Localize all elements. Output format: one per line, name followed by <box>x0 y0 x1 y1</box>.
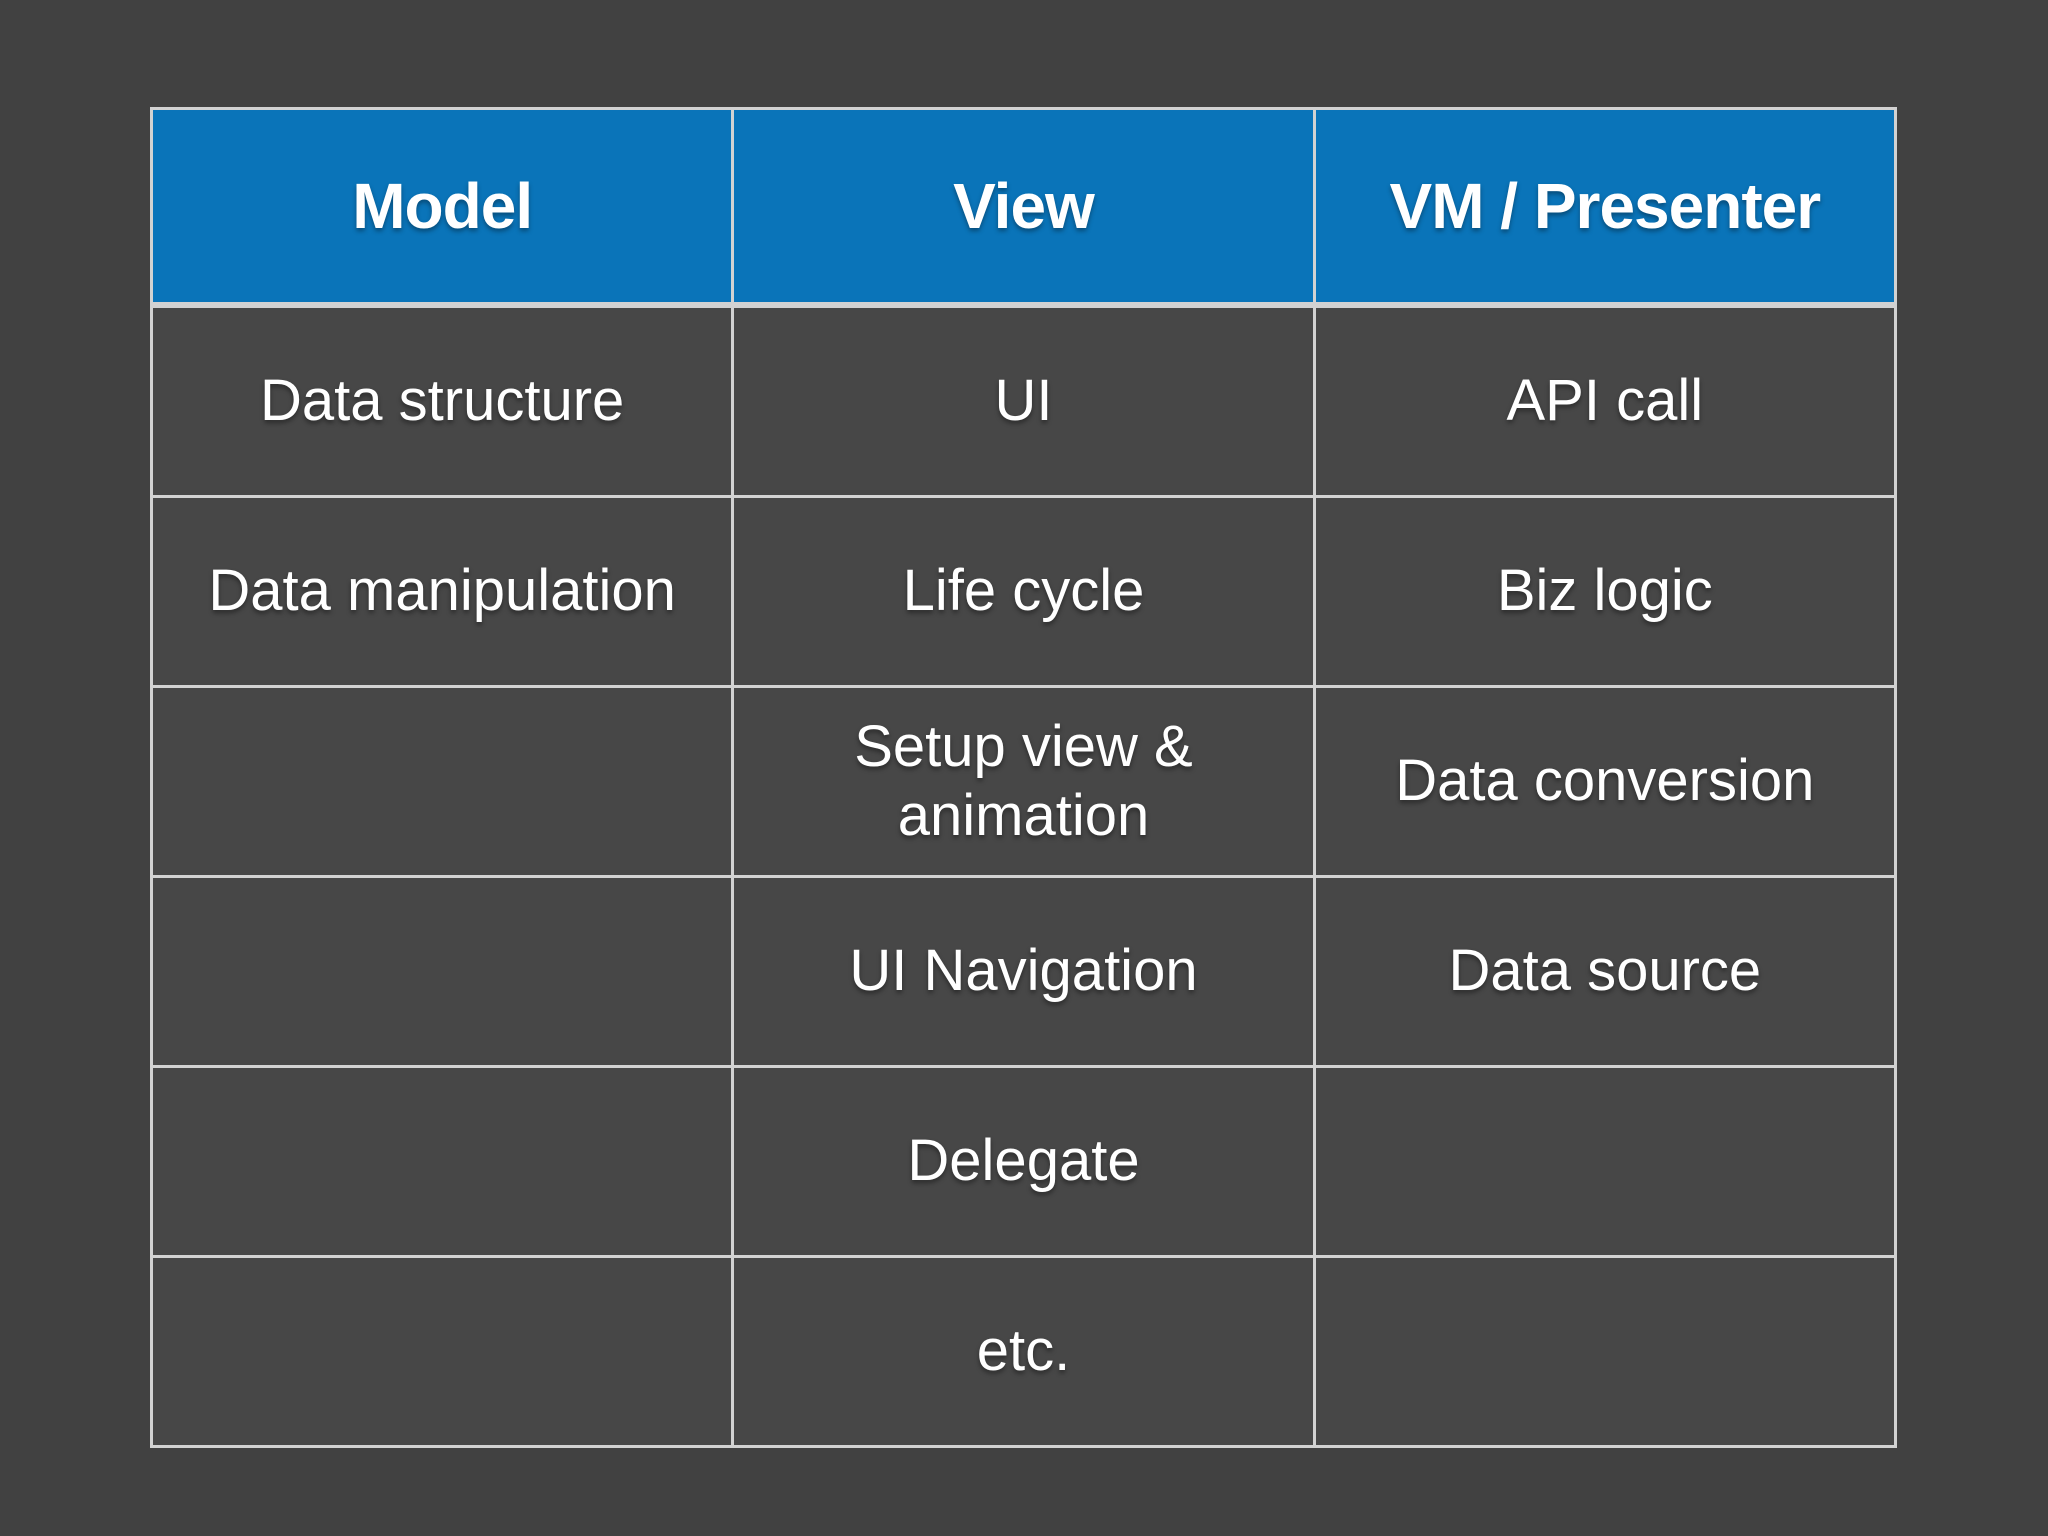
table-row: Delegate <box>149 1065 1898 1258</box>
mvvm-comparison-table: Model View VM / Presenter Data structure… <box>149 107 1898 1448</box>
table-cell <box>1312 1065 1898 1258</box>
header-cell-view: View <box>731 107 1316 308</box>
header-cell-vm-presenter: VM / Presenter <box>1312 107 1898 308</box>
table-cell: Biz logic <box>1312 495 1898 688</box>
table-cell: Delegate <box>731 1065 1316 1258</box>
table-row: UI Navigation Data source <box>149 875 1898 1068</box>
table-cell <box>149 1065 735 1258</box>
table-cell: etc. <box>731 1255 1316 1448</box>
table-cell: Data manipulation <box>149 495 735 688</box>
table-row: Data structure UI API call <box>149 303 1898 498</box>
table-cell <box>1312 1255 1898 1448</box>
table-row: etc. <box>149 1255 1898 1448</box>
table-body: Data structure UI API call Data manipula… <box>149 303 1898 1448</box>
table-row: Setup view & animation Data conversion <box>149 685 1898 878</box>
table-cell: Setup view & animation <box>731 685 1316 878</box>
table-cell <box>149 685 735 878</box>
table-cell: UI <box>731 303 1316 498</box>
table-cell <box>149 875 735 1068</box>
table-cell: Data structure <box>149 303 735 498</box>
table-cell: API call <box>1312 303 1898 498</box>
table-row: Data manipulation Life cycle Biz logic <box>149 495 1898 688</box>
table-cell: Data source <box>1312 875 1898 1068</box>
table-header: Model View VM / Presenter <box>149 107 1898 308</box>
table-cell: UI Navigation <box>731 875 1316 1068</box>
table-cell <box>149 1255 735 1448</box>
header-cell-model: Model <box>149 107 735 308</box>
table-cell: Life cycle <box>731 495 1316 688</box>
table-cell: Data conversion <box>1312 685 1898 878</box>
table-header-row: Model View VM / Presenter <box>149 107 1898 308</box>
